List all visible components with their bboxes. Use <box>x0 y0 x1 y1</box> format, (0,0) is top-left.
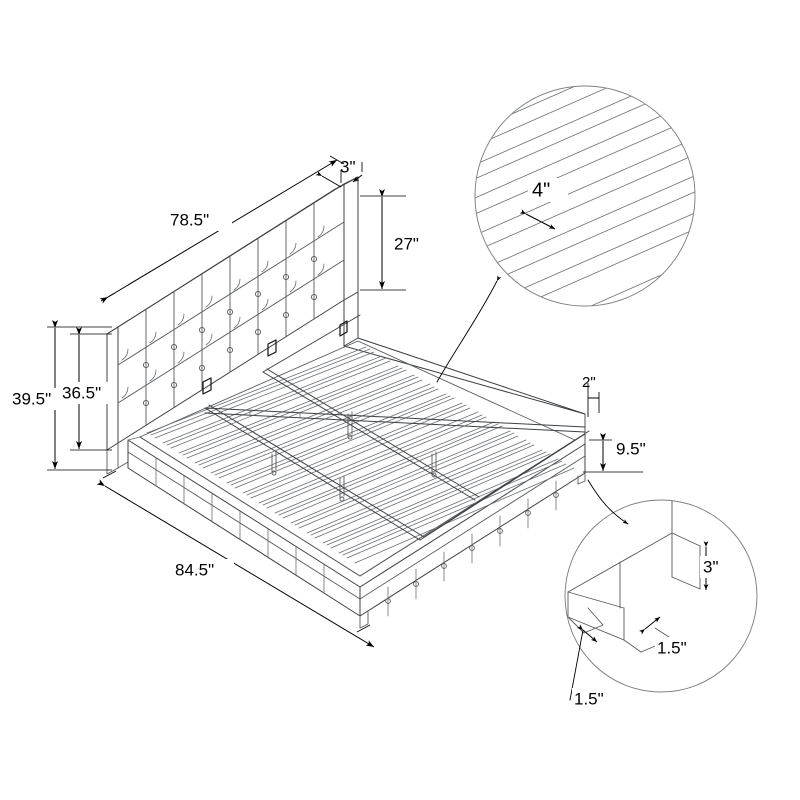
detail-circle-slats: 4" <box>436 85 696 383</box>
dim-bed-length: 84.5" <box>96 470 375 648</box>
slat-platform <box>139 314 590 577</box>
dim-label-panel-height: 27" <box>394 234 419 253</box>
dim-label-headboard-width: 78.5" <box>170 210 209 229</box>
headboard-brackets <box>202 320 348 395</box>
dim-label-headboard-thickness: 3" <box>340 157 356 176</box>
dim-label-bed-length: 84.5" <box>175 560 214 579</box>
dim-label-headboard-height-floor: 36.5" <box>62 383 101 402</box>
center-support-beam <box>204 407 586 433</box>
detail-label-corner-height: 3" <box>703 557 719 576</box>
detail-circle-corner: 3" 1.5" 1.5" <box>564 479 758 710</box>
dim-rail-overhang: 2" <box>582 374 600 417</box>
slat-center-strap <box>204 404 590 541</box>
dim-headboard-height-floor: 36.5" <box>60 327 112 451</box>
dim-label-overall-height: 39.5" <box>12 389 51 408</box>
dim-headboard-thickness: 3" <box>315 157 363 188</box>
detail-slat-lines <box>475 86 695 306</box>
detail-circle-top-outline <box>474 85 696 307</box>
dim-rail-height: 9.5" <box>583 433 664 473</box>
detail-label-slat-spacing: 4" <box>532 179 550 201</box>
footboard-tufting <box>385 480 559 617</box>
slat-upper-strap <box>262 314 480 501</box>
detail-circle-bottom-outline <box>564 499 758 693</box>
dim-label-rail-overhang: 2" <box>582 374 596 391</box>
dim-label-rail-height: 9.5" <box>616 439 646 458</box>
detail-label-corner-width-a: 1.5" <box>657 638 687 657</box>
detail-corner-geometry <box>567 500 701 653</box>
detail-label-corner-width-b: 1.5" <box>574 689 604 708</box>
dim-overall-height: 39.5" <box>10 320 112 471</box>
dim-headboard-panel-height: 27" <box>360 189 432 291</box>
dim-headboard-width: 78.5" <box>99 155 345 304</box>
